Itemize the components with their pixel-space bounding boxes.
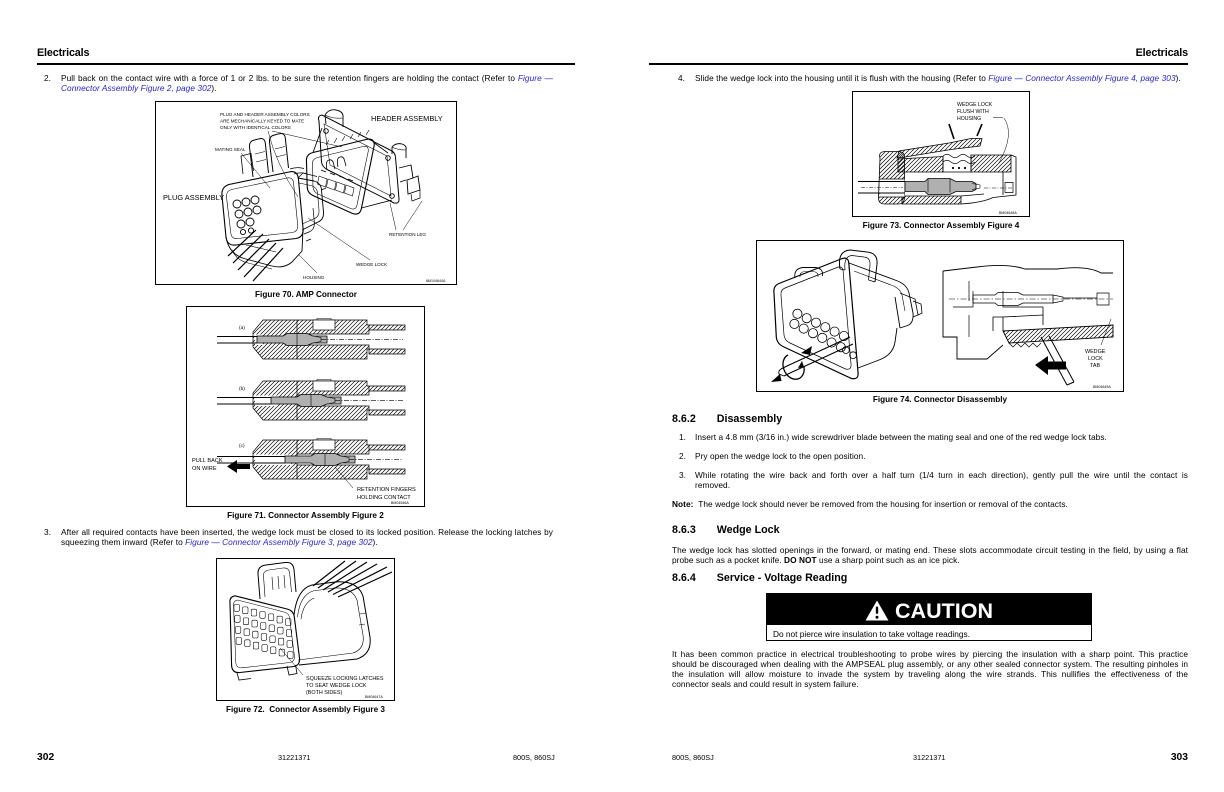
svg-text:PLUG AND HEADER ASSEMBLY COLOR: PLUG AND HEADER ASSEMBLY COLORS bbox=[220, 112, 310, 117]
svg-text:(c): (c) bbox=[239, 443, 245, 449]
svg-text:HOUSING: HOUSING bbox=[957, 116, 981, 122]
svg-text:HOUSING: HOUSING bbox=[303, 275, 325, 280]
svg-text:HEADER ASSEMBLY: HEADER ASSEMBLY bbox=[371, 114, 443, 123]
svg-text:PLUG ASSEMBLY: PLUG ASSEMBLY bbox=[163, 193, 224, 202]
svg-text:FLUSH WITH: FLUSH WITH bbox=[957, 109, 989, 115]
svg-text:TAB: TAB bbox=[1090, 363, 1100, 369]
svg-text:MATING SEAL: MATING SEAL bbox=[215, 147, 246, 152]
svg-text:WEDGE LOCK: WEDGE LOCK bbox=[957, 102, 993, 108]
svg-text:WEDGE: WEDGE bbox=[1085, 349, 1106, 355]
svg-text:ARE MECHANICALLY KEYED TO MATE: ARE MECHANICALLY KEYED TO MATE bbox=[220, 119, 304, 124]
svg-text:BM04647A: BM04647A bbox=[365, 695, 383, 699]
svg-text:BM04648A: BM04648A bbox=[999, 211, 1017, 215]
svg-text:RETENTION LEG: RETENTION LEG bbox=[389, 232, 426, 237]
svg-text:(b): (b) bbox=[239, 386, 245, 392]
svg-text:(a): (a) bbox=[239, 325, 245, 331]
svg-text:RETENTION FINGERS: RETENTION FINGERS bbox=[357, 487, 416, 493]
svg-text:PULL BACK: PULL BACK bbox=[192, 458, 223, 464]
svg-text:BM04649A: BM04649A bbox=[1093, 385, 1111, 389]
svg-text:BM04546A: BM04546A bbox=[391, 501, 409, 505]
svg-text:LOCK: LOCK bbox=[1088, 356, 1103, 362]
svg-text:8M104644A: 8M104644A bbox=[426, 279, 446, 283]
svg-text:SQUEEZE LOCKING LATCHES: SQUEEZE LOCKING LATCHES bbox=[306, 676, 384, 682]
svg-text:WEDGE LOCK: WEDGE LOCK bbox=[356, 262, 388, 267]
svg-text:ONLY WITH IDENTICAL COLORS: ONLY WITH IDENTICAL COLORS bbox=[220, 125, 291, 130]
svg-text:TO SEAT WEDGE LOCK: TO SEAT WEDGE LOCK bbox=[306, 683, 367, 689]
svg-text:HOLDING CONTACT: HOLDING CONTACT bbox=[357, 495, 411, 501]
svg-text:(BOTH SIDES): (BOTH SIDES) bbox=[306, 690, 342, 696]
svg-text:ON WIRE: ON WIRE bbox=[192, 466, 217, 472]
